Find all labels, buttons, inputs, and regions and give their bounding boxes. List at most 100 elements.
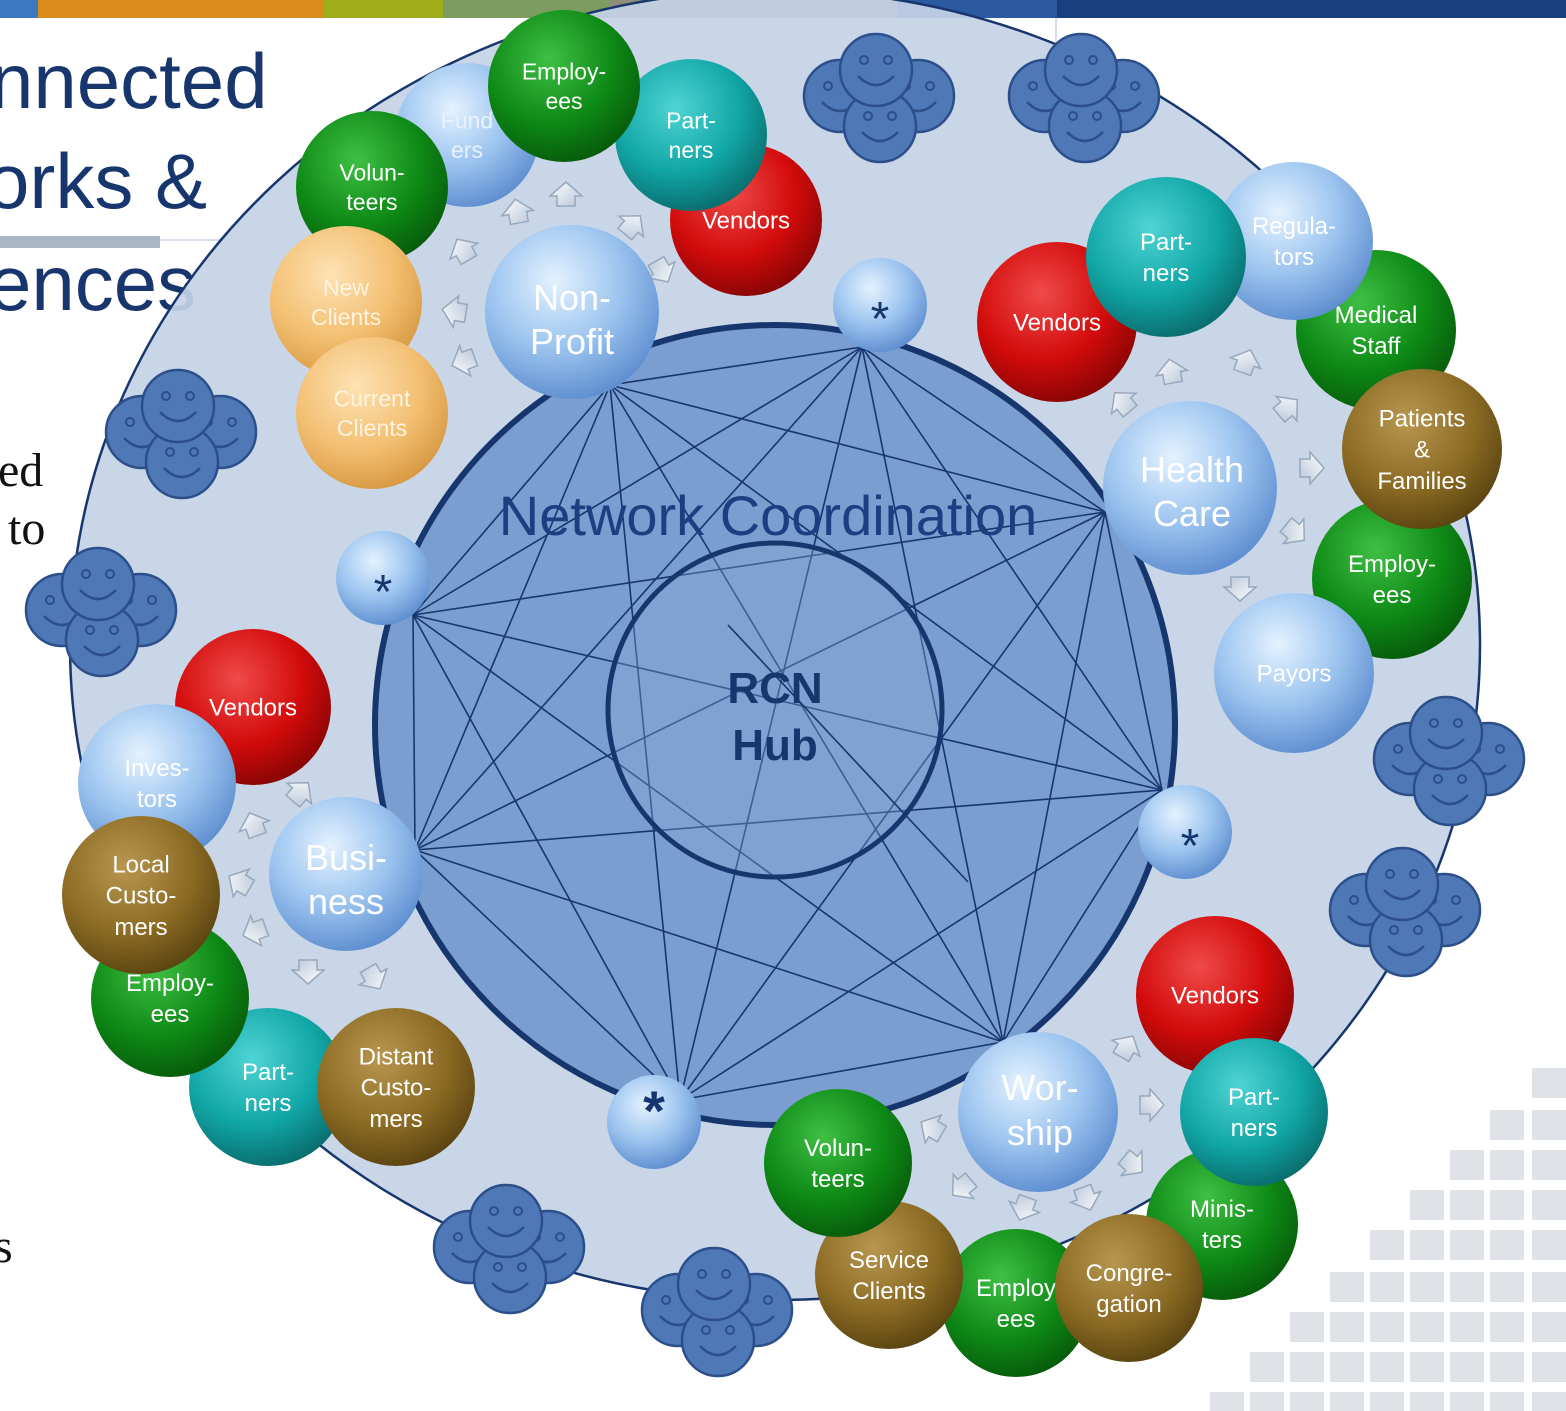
bubble-label: ners: [245, 1090, 292, 1117]
svg-text:Busi-: Busi-: [305, 837, 387, 878]
svg-text:*: *: [1181, 820, 1200, 873]
network-link: [609, 384, 1106, 513]
network-link: [414, 849, 681, 1101]
bubble-disc: [296, 337, 448, 489]
body-fragment-3: s: [0, 1220, 13, 1273]
stakeholder-bubble-np-employees: Employ-ees: [488, 10, 640, 162]
svg-text:*: *: [871, 293, 890, 346]
network-link: [861, 346, 1106, 513]
bubble-label: ees: [545, 88, 582, 114]
body-fragment-2: to: [8, 502, 45, 555]
bubble-label: Vendors: [209, 695, 297, 722]
bubble-label: ters: [1202, 1227, 1242, 1254]
bubble-label: Distant: [359, 1043, 434, 1070]
bubble-label: teers: [811, 1166, 864, 1193]
bubble-label: Volun-: [804, 1135, 872, 1162]
bubble-disc: [62, 816, 220, 974]
bubble-label: ees: [151, 1001, 190, 1028]
stakeholder-bubble-hc-partners: Part-ners: [1086, 177, 1246, 337]
bubble-label: Part-: [666, 107, 716, 133]
bubble-disc: [1180, 1038, 1328, 1186]
bubble-label: Families: [1377, 468, 1466, 495]
stakeholder-bubble-np-partners: Part-ners: [615, 59, 767, 211]
network-link: [414, 789, 1163, 851]
network-link: [1002, 511, 1106, 1043]
svg-text:Non-: Non-: [533, 277, 611, 318]
hub-label-line-2: Hub: [732, 721, 818, 770]
bubble-disc: [1086, 177, 1246, 337]
bubble-label: Minis-: [1190, 1196, 1254, 1223]
hub-link-short: [727, 624, 969, 883]
network-link: [412, 614, 681, 1101]
bubble-disc: [942, 1229, 1090, 1377]
bubble-label: Part-: [1140, 229, 1192, 256]
bubble-label: Employ-: [522, 58, 606, 84]
network-link: [1104, 511, 1163, 791]
network-link: [412, 384, 611, 616]
network-link: [609, 384, 681, 1101]
network-link: [679, 511, 1106, 1101]
asterisk-node-bottom: *: [607, 1075, 701, 1169]
svg-text:Wor-: Wor-: [1001, 1067, 1078, 1108]
network-coordination-label: Network Coordination: [499, 484, 1037, 547]
svg-text:ship: ship: [1007, 1112, 1073, 1153]
asterisk-node-right: *: [1138, 785, 1232, 879]
bubble-label: Service: [849, 1247, 929, 1274]
bubble-label: Staff: [1352, 333, 1401, 360]
svg-text:Health: Health: [1140, 449, 1244, 490]
stakeholder-bubble-hc-payors: Payors: [1214, 593, 1374, 753]
bubble-label: mers: [369, 1106, 422, 1133]
bubble-label: Part-: [242, 1059, 294, 1086]
bubble-label: mers: [114, 914, 167, 941]
top-color-bar: [0, 0, 1566, 18]
bubble-disc: [615, 59, 767, 211]
title-underline-bar: [0, 236, 160, 248]
bubble-label: Vendors: [1171, 983, 1259, 1010]
stakeholder-bubble-w-volunteers: Volun-teers: [764, 1089, 912, 1237]
network-link: [679, 1041, 1004, 1101]
svg-text:*: *: [643, 1079, 665, 1142]
network-link: [414, 346, 863, 851]
body-fragment-1: ed: [0, 444, 43, 497]
svg-text:ness: ness: [308, 881, 384, 922]
bubble-label: Custo-: [361, 1075, 432, 1102]
network-link: [414, 849, 1004, 1043]
bubble-label: Custo-: [106, 883, 177, 910]
network-link: [609, 384, 1004, 1043]
network-link: [414, 511, 1106, 851]
bubble-disc: [317, 1008, 475, 1166]
rcn-hub-circle: [605, 540, 945, 880]
sector-node-healthcare: Health Care: [1103, 401, 1277, 575]
network-link: [1002, 789, 1163, 1043]
bubble-label: ners: [1231, 1115, 1278, 1142]
bubble-label: teers: [346, 189, 397, 215]
bubble-label: Patients: [1379, 405, 1466, 432]
svg-text:Profit: Profit: [530, 321, 614, 362]
network-link: [861, 346, 1163, 791]
bubble-label: Local: [112, 851, 169, 878]
bubble-label: Volun-: [339, 159, 404, 185]
bubble-disc: [296, 111, 448, 263]
bubble-label: Vendors: [702, 208, 790, 235]
stakeholder-bubble-hc-regulators: Regula-tors: [1215, 162, 1373, 320]
bubble-label: Employ-: [1348, 551, 1436, 578]
bubble-label: ners: [1143, 260, 1190, 287]
bubble-label: Current: [334, 385, 411, 411]
bubble-disc: [815, 1201, 963, 1349]
stakeholder-bubble-w-vendors: Vendors: [1136, 916, 1294, 1074]
bubble-label: tors: [1274, 244, 1314, 271]
bubble-label: Clients: [311, 304, 381, 330]
network-link: [679, 346, 863, 1101]
bubble-label: Congre-: [1086, 1260, 1173, 1287]
bubble-label: ers: [451, 137, 483, 163]
stakeholder-bubble-np-volunteers: Volun-teers: [296, 111, 448, 263]
bubble-label: tors: [137, 786, 177, 813]
sector-node-nonprofit: Non- Profit: [485, 225, 659, 399]
bubble-label: Clients: [852, 1278, 925, 1305]
bubble-label: Employ: [976, 1275, 1056, 1302]
network-link: [679, 789, 1163, 1101]
bubble-label: Regula-: [1252, 213, 1336, 240]
network-link: [609, 346, 863, 386]
